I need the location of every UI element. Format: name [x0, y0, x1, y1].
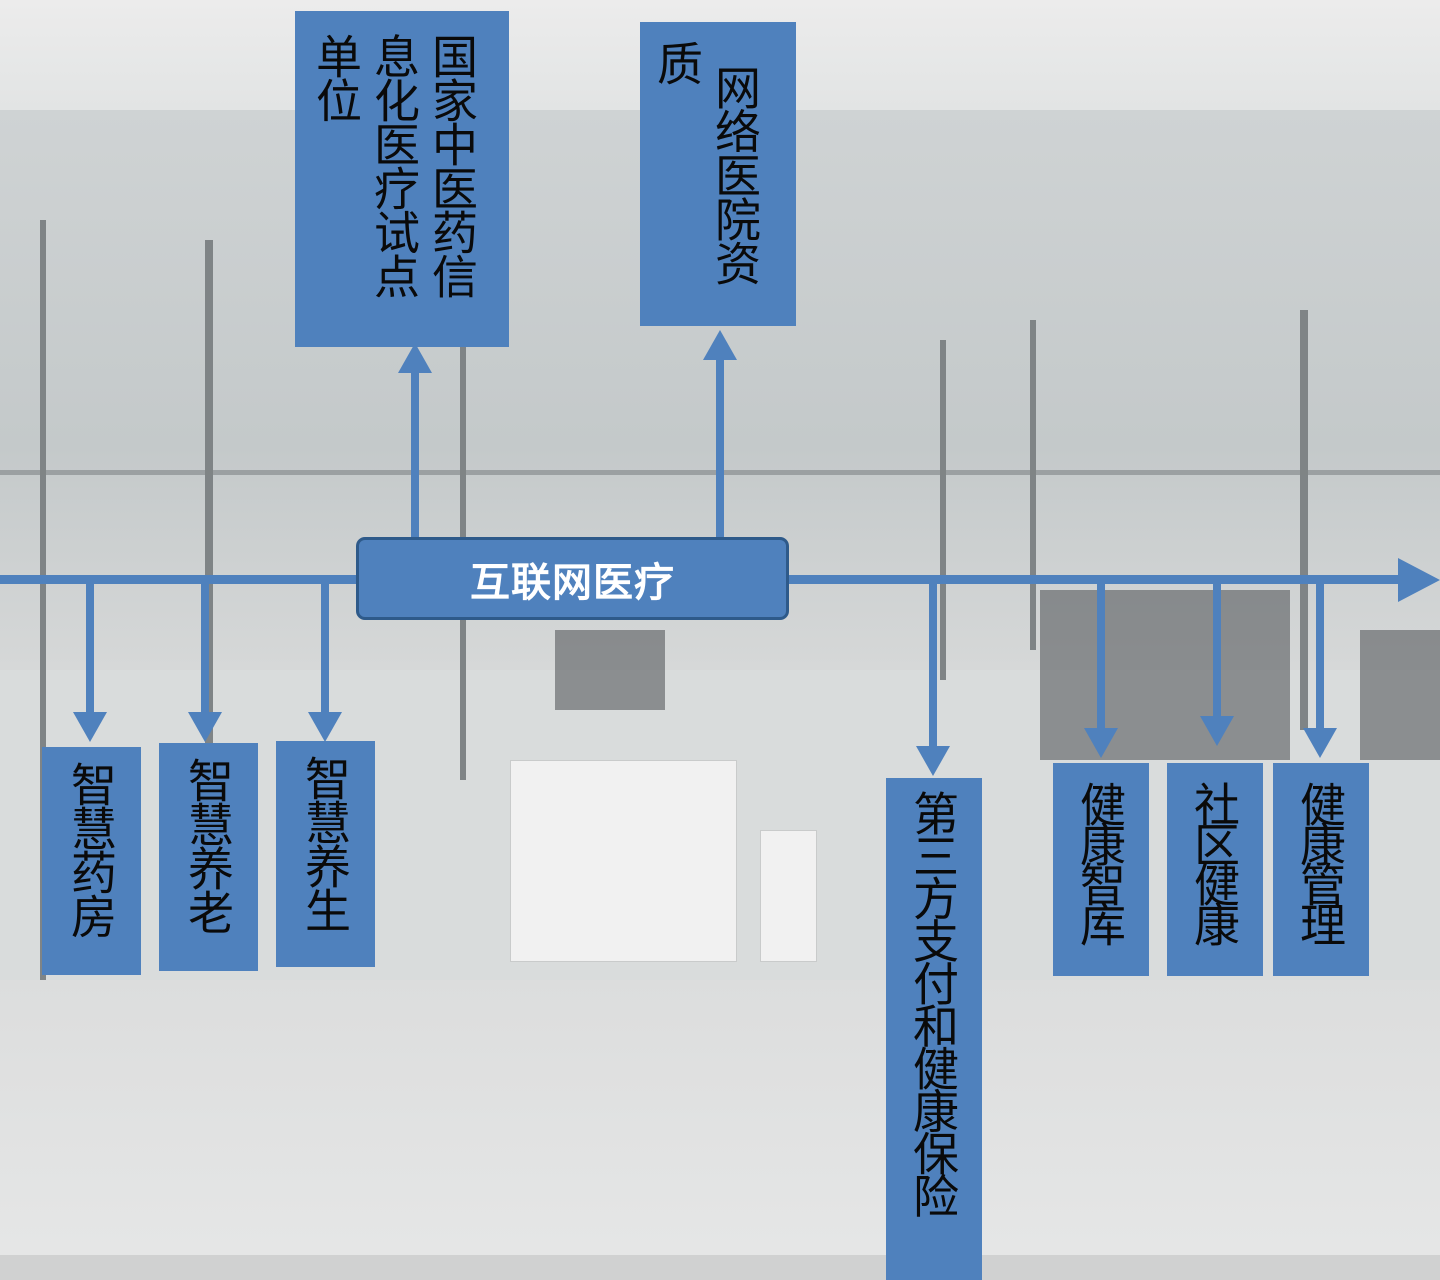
qual-label-line1: 网络医院资: [708, 64, 762, 284]
tcm-label-line2: 息化医疗试点: [367, 33, 421, 297]
bottom-box-think-tank: 健康智库: [1053, 763, 1149, 976]
floor: [0, 980, 1440, 1280]
timeline-arrowhead: [1398, 558, 1440, 602]
window-mullion: [205, 240, 213, 940]
top-box-tcm: 国家中医药信 息化医疗试点 单位: [295, 11, 509, 347]
window-mullion: [1030, 320, 1036, 650]
connector-line-pharmacy: [86, 584, 94, 712]
bottom-box-pharmacy: 智慧药房: [42, 747, 141, 975]
connector-line-eldercare: [201, 584, 209, 712]
bottom-box-wellness: 智慧养生: [276, 741, 375, 967]
arrow-down-eldercare: [188, 712, 222, 742]
connector-line-payment: [929, 584, 937, 746]
bottom-box-payment: 第三方支付和健康保险: [886, 778, 982, 1280]
think-tank-label: 健康智库: [1073, 781, 1127, 941]
window-mullion: [1300, 310, 1308, 730]
exhibition-stand: [510, 760, 737, 962]
arrow-down-management: [1303, 728, 1337, 758]
connector-line-wellness: [321, 584, 329, 712]
arrow-down-pharmacy: [73, 712, 107, 742]
window-mullion: [40, 220, 46, 980]
connector-line-community: [1213, 584, 1221, 716]
center-node: 互联网医疗: [356, 537, 789, 620]
arrow-down-wellness: [308, 712, 342, 742]
management-label: 健康管理: [1293, 781, 1347, 941]
arrow-down-payment: [916, 746, 950, 776]
connector-line-management: [1316, 584, 1324, 728]
bottom-box-management: 健康管理: [1273, 763, 1369, 976]
connector-line-qual: [716, 358, 724, 540]
bottom-box-community: 社区健康: [1167, 763, 1263, 976]
window-mullion: [940, 340, 946, 680]
floor-edge: [0, 1255, 1440, 1280]
top-box-qual: 网络医院资 质: [640, 22, 796, 326]
display-screen: [1360, 630, 1440, 760]
qual-label-line2: 质: [650, 40, 704, 84]
pharmacy-label: 智慧药房: [64, 761, 118, 937]
arrow-up-qual: [703, 330, 737, 360]
display-screen: [555, 630, 665, 710]
payment-label: 第三方支付和健康保险: [906, 790, 960, 1215]
connector-line-think-tank: [1097, 584, 1105, 728]
bottom-box-eldercare: 智慧养老: [159, 743, 258, 971]
eldercare-label: 智慧养老: [181, 757, 235, 933]
arrow-up-tcm: [398, 343, 432, 373]
arrow-down-think-tank: [1084, 728, 1118, 758]
wellness-label: 智慧养生: [298, 755, 352, 931]
display-screen: [1040, 590, 1290, 760]
arrow-down-community: [1200, 716, 1234, 746]
connector-line-tcm: [411, 372, 419, 540]
plant-pot: [760, 830, 817, 962]
tcm-label-line3: 单位: [309, 33, 363, 121]
tcm-label-line1: 国家中医药信: [425, 33, 479, 297]
community-label: 社区健康: [1187, 781, 1241, 941]
